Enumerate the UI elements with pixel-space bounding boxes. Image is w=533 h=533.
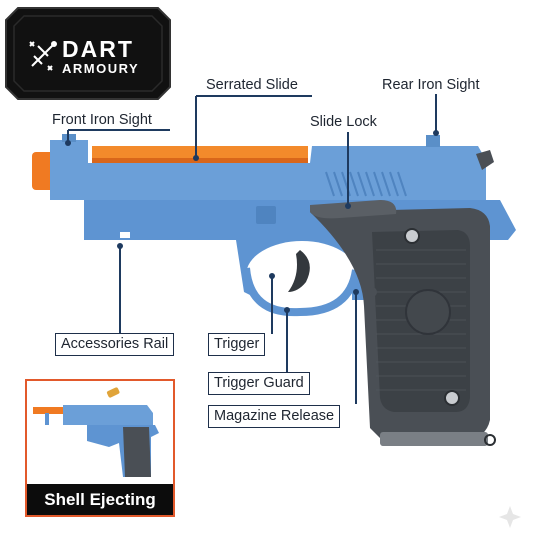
ejected-shell [106, 387, 120, 398]
magazine-base [380, 432, 488, 446]
brand-name: DART [62, 36, 134, 62]
badge-background [5, 7, 171, 100]
grip-medallion [405, 289, 451, 335]
brand-badge: DART ARMOURY [4, 6, 172, 101]
label-magazine-release: Magazine Release [208, 405, 341, 428]
dart-cluster-icon [29, 41, 57, 71]
magazine-release-button [367, 287, 377, 297]
hammer [476, 150, 494, 170]
sparkle-icon [499, 506, 521, 528]
takedown-lever [256, 206, 276, 224]
grip-texture [376, 249, 466, 391]
grip-screw-top [404, 228, 420, 244]
shell-ejecting-inset: Shell Ejecting [25, 379, 175, 517]
callout-lines [67, 94, 437, 404]
trigger-guard [242, 267, 360, 317]
grip-screw-bottom [444, 390, 460, 406]
inset-caption: Shell Ejecting [27, 484, 173, 515]
slide [50, 140, 486, 200]
label-slide-lock: Slide Lock [310, 114, 377, 130]
callout-dots [65, 130, 439, 313]
inset-pistol-illustration [33, 387, 159, 477]
accessory-rail-slots [120, 232, 130, 238]
slide-lock-lever [310, 200, 397, 219]
barrel [32, 152, 54, 190]
label-accessories-rail: Accessories Rail [55, 333, 175, 356]
lanyard-ring [484, 434, 496, 446]
label-trigger-guard: Trigger Guard [208, 372, 310, 395]
trigger [288, 250, 310, 292]
label-rear-iron-sight: Rear Iron Sight [382, 77, 480, 93]
brand-subname: ARMOURY [62, 61, 140, 76]
rear-sight [426, 135, 440, 147]
label-front-iron-sight: Front Iron Sight [52, 112, 152, 128]
label-trigger: Trigger [208, 333, 266, 356]
label-serrated-slide: Serrated Slide [206, 77, 298, 93]
